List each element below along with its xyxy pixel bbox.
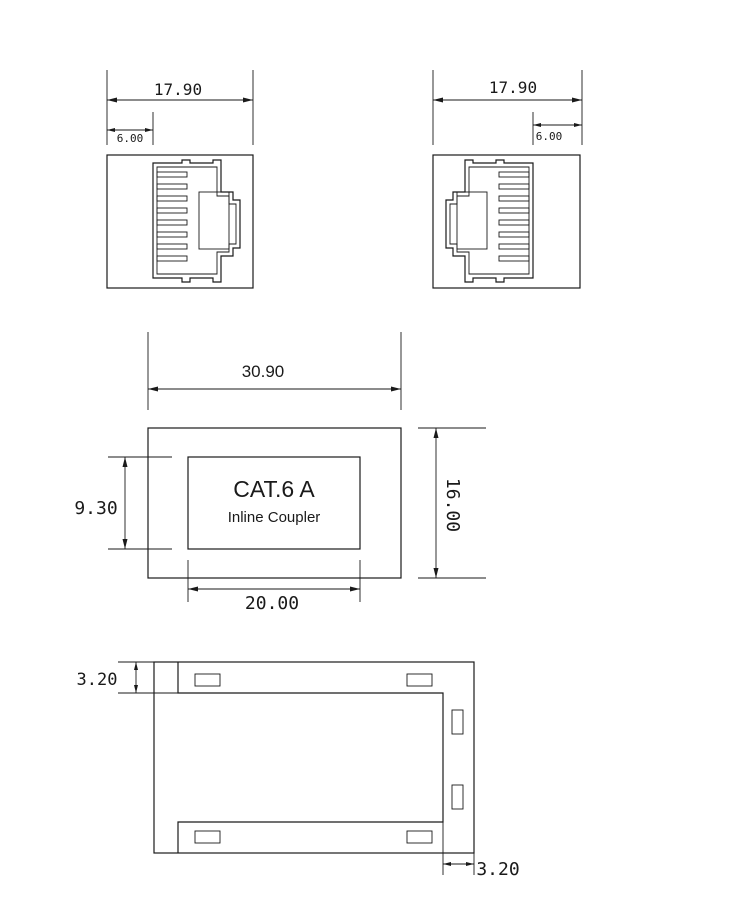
jack-profile (445, 159, 534, 283)
top-view: 30.90 CAT.6 A Inline Coupler 9.30 16.00 (74, 332, 486, 614)
contact-pins (156, 171, 188, 262)
jack-profile (152, 159, 241, 283)
label-subtitle: Inline Coupler (228, 509, 321, 526)
dimension-text: 30.90 (242, 362, 285, 381)
label-title: CAT.6 A (233, 476, 315, 502)
label-area (187, 456, 361, 550)
front-view-right: 17.90 6.00 (432, 70, 583, 289)
latch-slots (194, 673, 464, 844)
dimension-edge-left: 3.20 (77, 661, 178, 694)
dimension-depth: 16.00 (418, 427, 486, 579)
dimension-width-right: 17.90 (432, 70, 583, 145)
dimension-offset-left: 6.00 (107, 112, 154, 145)
outline-box (106, 154, 254, 289)
dimension-label-width: 20.00 (187, 560, 361, 614)
front-view-left: 17.90 6.00 (106, 70, 254, 289)
dimension-text: 3.20 (476, 859, 519, 880)
contact-pins (498, 171, 530, 262)
dimension-text: 9.30 (74, 498, 117, 519)
dimension-text: 17.90 (489, 78, 537, 97)
dimension-height: 9.30 (74, 456, 172, 550)
dimension-text: 6.00 (536, 130, 563, 143)
dimension-text: 6.00 (117, 132, 144, 145)
dimension-edge-right: 3.20 (442, 822, 520, 880)
inner-channel (177, 662, 444, 853)
dimension-text: 16.00 (442, 478, 463, 532)
dimension-length: 30.90 (147, 332, 402, 410)
body-outline (153, 661, 475, 854)
bottom-view: 3.20 3.20 (77, 661, 520, 880)
dimension-text: 17.90 (154, 80, 202, 99)
outline-box (432, 154, 581, 289)
dimension-offset-right: 6.00 (532, 112, 582, 145)
dimension-width-left: 17.90 (106, 70, 254, 145)
body-outline (147, 427, 402, 579)
dimension-text: 3.20 (77, 670, 118, 690)
dimension-text: 20.00 (245, 593, 299, 614)
